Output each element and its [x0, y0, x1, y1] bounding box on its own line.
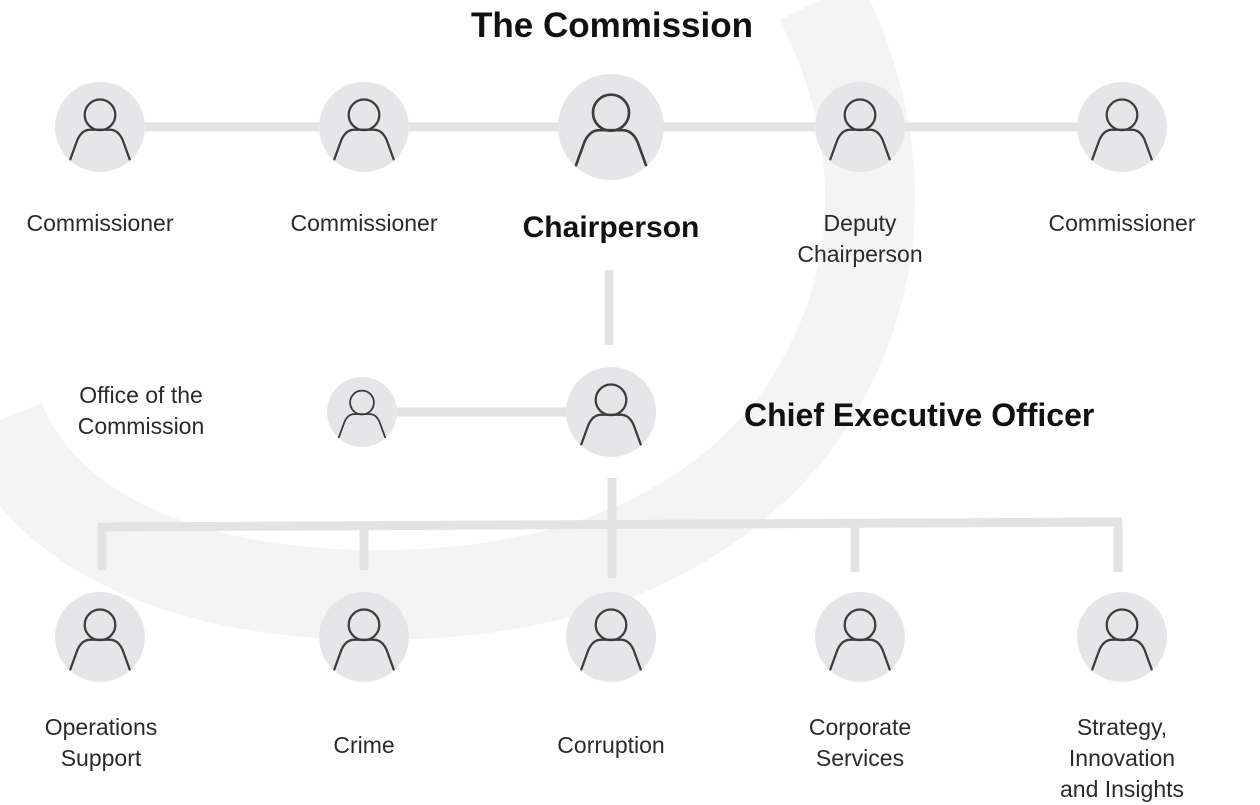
node-chairperson: [558, 74, 664, 180]
node-deputy-chairperson: [815, 82, 905, 172]
label-commissioner-3: Commissioner: [1048, 210, 1196, 236]
label-crime: Crime: [333, 732, 395, 758]
person-icon: [69, 608, 131, 671]
person-icon: [333, 608, 395, 671]
node-commissioner-1: [55, 82, 145, 172]
diagram-title: The Commission: [471, 6, 753, 45]
person-icon: [333, 98, 395, 161]
node-strategy-innovation-insights: [1077, 592, 1167, 682]
label-office-of-the-commission: Office of the Commission: [77, 382, 205, 439]
org-chart-graphics: [0, 0, 1167, 682]
label-deputy-chairperson: Deputy Chairperson: [797, 210, 923, 267]
label-corruption: Corruption: [557, 732, 665, 758]
label-chief-executive-officer: Chief Executive Officer: [744, 397, 1095, 433]
person-icon: [69, 98, 131, 161]
node-chief-executive-officer: [566, 367, 656, 457]
person-icon: [1091, 608, 1153, 671]
node-office-of-the-commission: [327, 377, 397, 447]
person-icon: [829, 608, 891, 671]
node-operations-support: [55, 592, 145, 682]
node-commissioner-2: [319, 82, 409, 172]
person-icon: [580, 608, 642, 671]
label-operations-support: Operations Support: [44, 714, 158, 771]
person-icon: [574, 93, 648, 167]
label-chairperson: Chairperson: [522, 211, 700, 244]
background-arc: [0, 0, 916, 641]
label-corporate-services: Corporate Services: [808, 714, 912, 771]
person-icon: [338, 389, 386, 439]
org-chart: The Commission Commissioner Commissioner…: [0, 0, 1196, 802]
divisions-bus-connector: [97, 517, 1123, 532]
node-corruption: [566, 592, 656, 682]
label-commissioner-2: Commissioner: [290, 210, 438, 236]
person-icon: [580, 383, 642, 446]
node-crime: [319, 592, 409, 682]
label-commissioner-1: Commissioner: [26, 210, 174, 236]
person-icon: [1091, 98, 1153, 161]
person-icon: [829, 98, 891, 161]
label-strategy-innovation-insights: Strategy, Innovation and Insights: [1059, 714, 1185, 802]
node-commissioner-3: [1077, 82, 1167, 172]
node-corporate-services: [815, 592, 905, 682]
